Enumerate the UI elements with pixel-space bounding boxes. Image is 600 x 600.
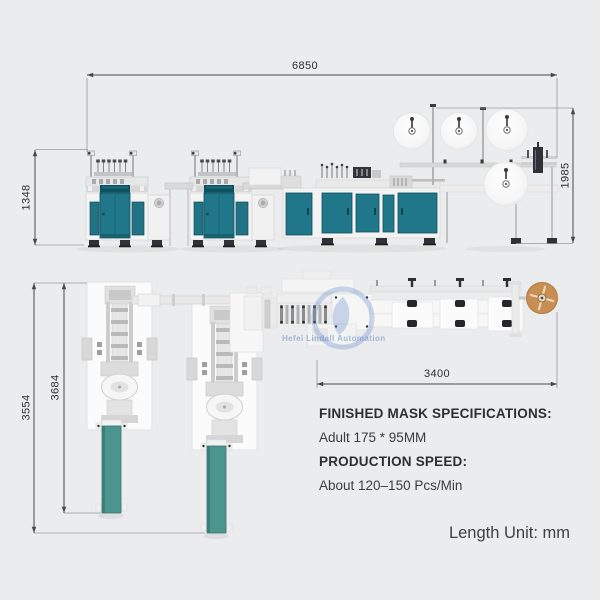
- mask-blank-machine-plan: [229, 270, 373, 353]
- fabric-roll-4: [483, 161, 529, 207]
- fabric-rolls: [393, 108, 529, 207]
- specs-speed-title: PRODUCTION SPEED:: [319, 454, 468, 469]
- watermark-text: Hefei Lindall Automation: [282, 334, 386, 343]
- unit-note: Length Unit: mm: [448, 524, 570, 542]
- output-conveyor-plan: [369, 278, 558, 337]
- earloop-machine-2-front: [189, 150, 275, 248]
- dim-total-length-label: 6850: [291, 60, 319, 72]
- dim-front-height-label: 1348: [20, 184, 33, 211]
- specs-block: FINISHED MASK SPECIFICATIONS: Adult 175 …: [319, 404, 552, 500]
- dimension-lines: [31, 72, 576, 534]
- dim-plan-inner-label: 3684: [49, 374, 62, 401]
- watermark-logo-icon: [311, 286, 375, 350]
- ear-band-tape-disc: [526, 282, 558, 314]
- specs-size: Adult 175 * 95MM: [319, 430, 427, 445]
- front-view: [76, 104, 559, 253]
- fabric-roll-1: [393, 112, 431, 150]
- fabric-roll-2: [440, 112, 478, 150]
- dim-plan-outer-label: 3554: [20, 394, 33, 421]
- dim-conveyor-label: 3400: [423, 368, 451, 380]
- specs-title: FINISHED MASK SPECIFICATIONS:: [319, 406, 552, 421]
- plan-view: [81, 270, 558, 539]
- specs-speed-value: About 120–150 Pcs/Min: [319, 478, 463, 493]
- fabric-roll-3: [485, 108, 529, 152]
- earloop-machine-1-plan: [81, 281, 158, 514]
- mask-blank-machine-front: [280, 162, 445, 246]
- dim-right-height-label: 1985: [559, 162, 572, 189]
- earloop-machine-1-front: [85, 150, 171, 248]
